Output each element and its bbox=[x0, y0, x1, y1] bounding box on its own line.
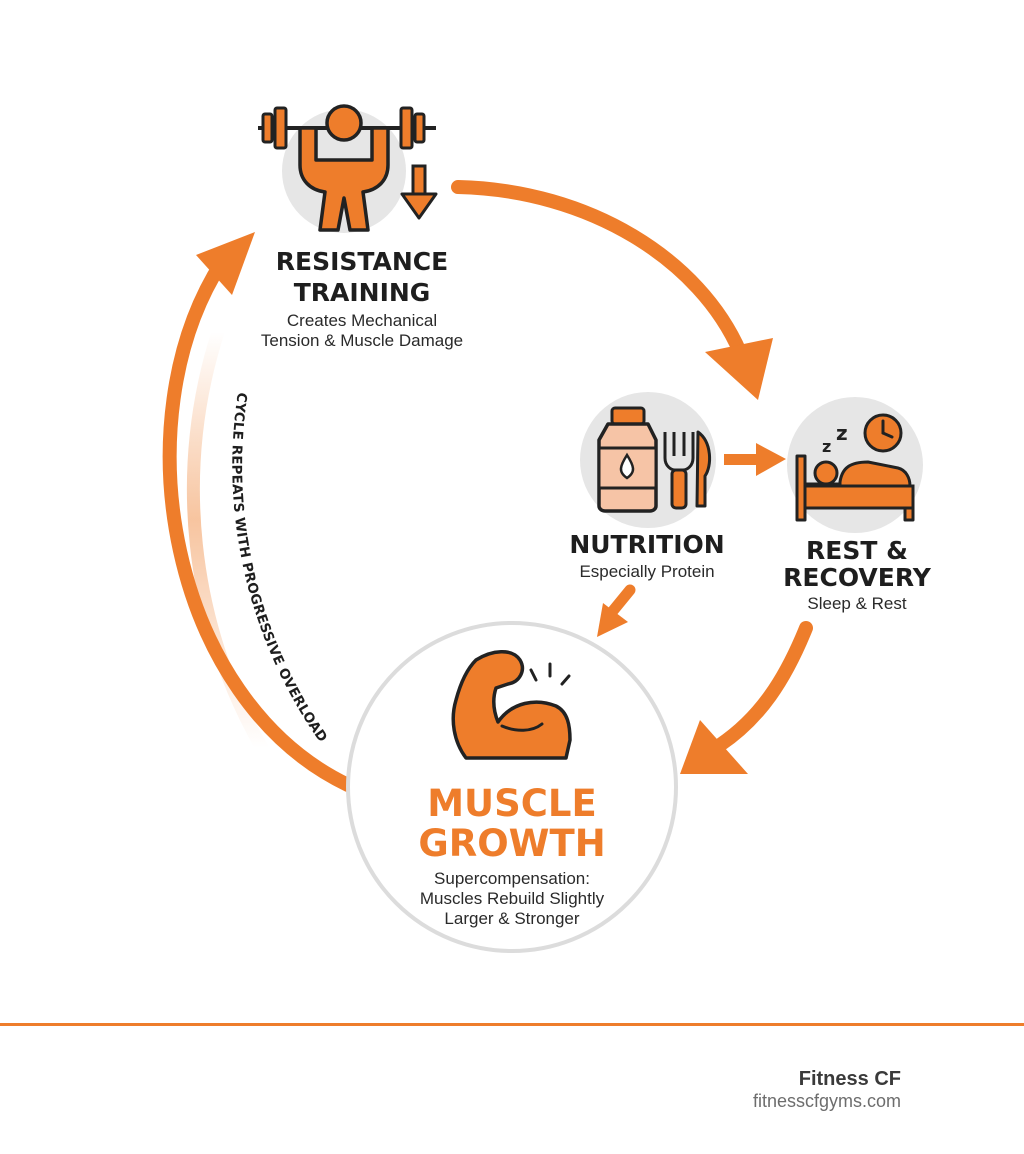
training-sub-line2: Tension & Muscle Damage bbox=[260, 331, 464, 350]
recovery-title-line1: REST & bbox=[806, 536, 908, 565]
arrow-head-training-to-recovery bbox=[705, 338, 773, 400]
footer-url[interactable]: fitnesscfgyms.com bbox=[752, 1091, 901, 1111]
training-title-line1: RESISTANCE bbox=[275, 247, 449, 276]
footer-brand: Fitness CF bbox=[798, 1068, 901, 1090]
arrow-growth-to-training bbox=[162, 255, 355, 792]
fork-icon bbox=[663, 432, 695, 510]
barbell-squat-icon bbox=[258, 104, 436, 233]
flexed-bicep-icon bbox=[451, 650, 572, 760]
svg-text:z: z bbox=[836, 421, 848, 445]
recovery-title-line2: RECOVERY bbox=[783, 563, 931, 592]
footer-divider bbox=[0, 1023, 1024, 1026]
arrow-recovery-to-growth bbox=[713, 621, 813, 752]
arrow-training-to-recovery bbox=[451, 180, 747, 359]
fade-trail bbox=[187, 325, 269, 755]
growth-sub-line3: Larger & Stronger bbox=[444, 909, 580, 928]
nutrition-sub: Especially Protein bbox=[579, 562, 715, 581]
knife-icon bbox=[695, 430, 712, 508]
growth-title-line1: MUSCLE bbox=[427, 782, 597, 825]
arrow-nutrition-to-recovery bbox=[724, 454, 758, 465]
arrow-head-recovery-to-growth bbox=[680, 720, 748, 774]
growth-title-line2: GROWTH bbox=[418, 822, 606, 865]
arrow-nutrition-to-growth bbox=[606, 584, 636, 618]
supplement-bottle-icon bbox=[580, 392, 716, 528]
arrow-head-growth-to-training bbox=[196, 232, 255, 295]
bed-sleep-icon: z z bbox=[787, 397, 923, 533]
arrow-head-nutrition-to-recovery bbox=[756, 443, 786, 476]
growth-sub-line2: Muscles Rebuild Slightly bbox=[419, 889, 605, 908]
growth-circle bbox=[346, 621, 678, 953]
arrow-head-nutrition-to-growth bbox=[597, 603, 628, 637]
svg-text:z: z bbox=[822, 437, 831, 456]
down-arrow-icon bbox=[400, 164, 438, 220]
clock-icon bbox=[863, 413, 903, 453]
training-sub-line1: Creates Mechanical bbox=[286, 311, 438, 330]
recovery-sub: Sleep & Rest bbox=[807, 594, 907, 613]
training-title-line2: TRAINING bbox=[293, 278, 431, 307]
nutrition-title: NUTRITION bbox=[569, 530, 725, 559]
growth-sub-line1: Supercompensation: bbox=[434, 869, 590, 888]
